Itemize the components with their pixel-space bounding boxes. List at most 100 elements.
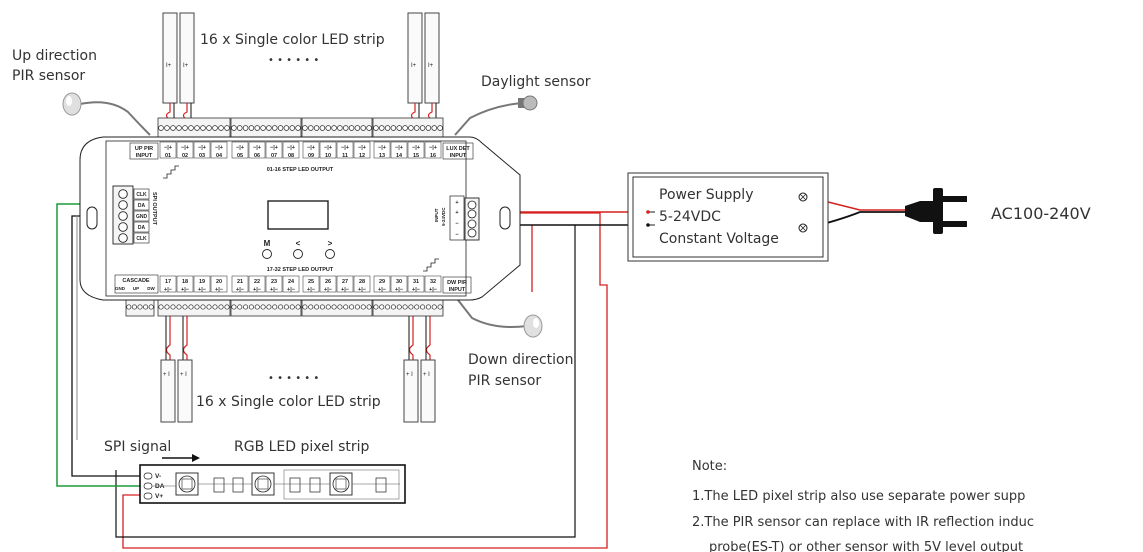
down-pir-sensor — [523, 314, 543, 338]
button-right[interactable]: > — [325, 239, 335, 259]
channel-box — [159, 275, 177, 293]
channel-number: 06 — [254, 153, 260, 159]
button-m[interactable]: M — [262, 239, 272, 259]
terminal-screw — [158, 304, 164, 310]
channel-polarity: +|− — [164, 287, 172, 293]
svg-text:CASCADE: CASCADE — [122, 278, 150, 284]
channel-number: 13 — [379, 153, 385, 159]
rgb-pixel-strip: V-DAV+ — [139, 464, 406, 504]
channel-box — [176, 141, 194, 159]
svg-text:INPUT: INPUT — [136, 153, 153, 159]
terminal-screw — [408, 304, 414, 310]
channel-number: 17 — [165, 279, 171, 285]
terminal-screw — [384, 125, 391, 131]
up-pir-sensor — [62, 92, 82, 116]
channel-polarity: +|− — [395, 287, 403, 293]
button-left[interactable]: < — [293, 239, 303, 259]
svg-text:+: + — [455, 210, 458, 216]
terminal-screw — [277, 125, 284, 131]
channel-polarity: +|− — [181, 287, 189, 293]
terminal-screw — [360, 304, 366, 310]
terminal-screw — [425, 304, 431, 310]
channel-polarity: −|+ — [181, 145, 189, 151]
channel-number: 30 — [396, 279, 402, 285]
terminal-screw — [254, 304, 260, 310]
terminal-screw — [289, 125, 296, 131]
channel-box — [248, 275, 266, 293]
terminal-screw — [379, 304, 385, 310]
channel-number: 09 — [308, 153, 314, 159]
svg-text:DW: DW — [147, 286, 155, 291]
channel-box — [176, 275, 194, 293]
bottom-strip-label: 16 x Single color LED strip — [196, 394, 381, 410]
lux-det-input-label: LUX DET INPUT — [442, 142, 474, 160]
svg-text:>: > — [328, 239, 333, 248]
bottom-channel-labels: 17+|−18+|−19+|−20+|−21+|−22+|−23+|−24+|−… — [159, 275, 442, 293]
channel-box — [336, 275, 354, 293]
terminal-screw — [200, 125, 206, 131]
channel-number: 15 — [413, 153, 419, 159]
top-terminal-blocks — [157, 117, 444, 139]
terminal-screw — [354, 125, 361, 131]
terminal-screw — [237, 125, 243, 131]
spi-pin-box — [133, 188, 150, 200]
spi-screw — [118, 222, 128, 232]
channel-number: 22 — [254, 279, 260, 285]
channel-box — [210, 275, 228, 293]
terminal-screw — [248, 304, 254, 310]
channel-number: 11 — [342, 153, 348, 159]
top-output-label: 01-16 STEP LED OUTPUT — [267, 167, 334, 173]
channel-box — [265, 275, 283, 293]
up-pir-label-2: PIR sensor — [12, 68, 85, 84]
svg-text:LUX DET: LUX DET — [446, 146, 470, 152]
terminal-screw — [231, 304, 237, 310]
terminal-screw — [343, 304, 349, 310]
up-pir-input-label: UP PIR INPUT — [129, 142, 159, 160]
terminal-screw — [248, 125, 255, 131]
terminal-screw — [337, 125, 343, 131]
channel-polarity: +|− — [253, 287, 261, 293]
bottom-terminal-blocks — [125, 297, 444, 317]
spi-pin-box — [133, 221, 150, 233]
channel-number: 12 — [359, 153, 365, 159]
spi-screw — [118, 189, 128, 199]
terminal-screw — [231, 125, 237, 131]
down-pir-cable — [457, 299, 528, 328]
svg-text:−: − — [455, 232, 458, 238]
channel-polarity: +|− — [358, 287, 366, 293]
channel-polarity: +|− — [412, 287, 420, 293]
terminal-screw — [437, 125, 443, 131]
terminal-screw — [402, 304, 408, 310]
terminal-screw — [126, 304, 132, 310]
down-pir-label-2: PIR sensor — [468, 373, 541, 389]
channel-polarity: +|− — [324, 287, 332, 293]
terminal-screw — [408, 125, 414, 131]
power-supply: Power Supply 5-24VDC Constant Voltage — [627, 172, 829, 262]
terminal-screw — [319, 304, 325, 310]
pixel-led-die — [181, 478, 193, 490]
channel-number: 24 — [288, 279, 295, 285]
terminal-screw — [218, 125, 224, 131]
terminal-screw — [260, 125, 266, 131]
up-pir-label-1: Up direction — [12, 48, 97, 64]
input-voltage-label: 5-24VDC — [441, 207, 446, 226]
down-pir-label-1: Down direction — [468, 352, 573, 368]
pixel-trace — [152, 483, 400, 487]
spi-pin-label: DA — [138, 203, 146, 209]
channel-box — [231, 275, 249, 293]
power-supply-title: Power Supply — [659, 187, 754, 203]
terminal-screw — [170, 125, 176, 131]
channel-number: 02 — [182, 153, 188, 159]
terminal-screw — [188, 304, 194, 310]
cascade-label: CASCADE GND UP DW — [114, 274, 159, 294]
spi-signal-label: SPI signal — [104, 439, 171, 455]
channel-number: 29 — [379, 279, 385, 285]
pixel-resistor — [232, 477, 244, 493]
spi-pin-box — [133, 210, 150, 222]
pixel-led-die — [335, 478, 347, 490]
channel-box — [193, 275, 211, 293]
terminal-screw — [137, 304, 143, 310]
terminal-screw — [272, 125, 278, 131]
power-supply-voltage: 5-24VDC — [659, 209, 721, 225]
